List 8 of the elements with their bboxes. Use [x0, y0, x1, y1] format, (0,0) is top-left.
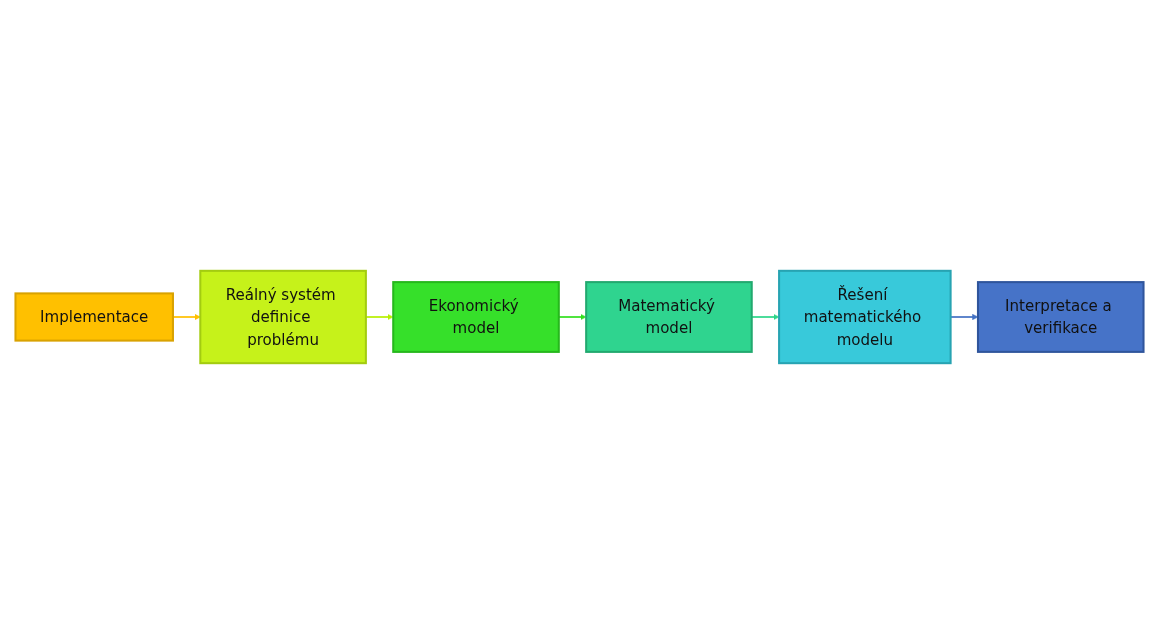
- node-box: Implementace: [14, 292, 174, 342]
- node-box: Reálný systém definice problému: [199, 269, 367, 365]
- arrow: [172, 314, 201, 320]
- arrow: [365, 314, 394, 320]
- node-box: Interpretace a verifikace: [976, 281, 1145, 353]
- node-box: Řešení matematického modelu: [778, 269, 952, 365]
- node-box: Ekonomický model: [392, 281, 560, 353]
- node-box: Matematický model: [585, 281, 753, 353]
